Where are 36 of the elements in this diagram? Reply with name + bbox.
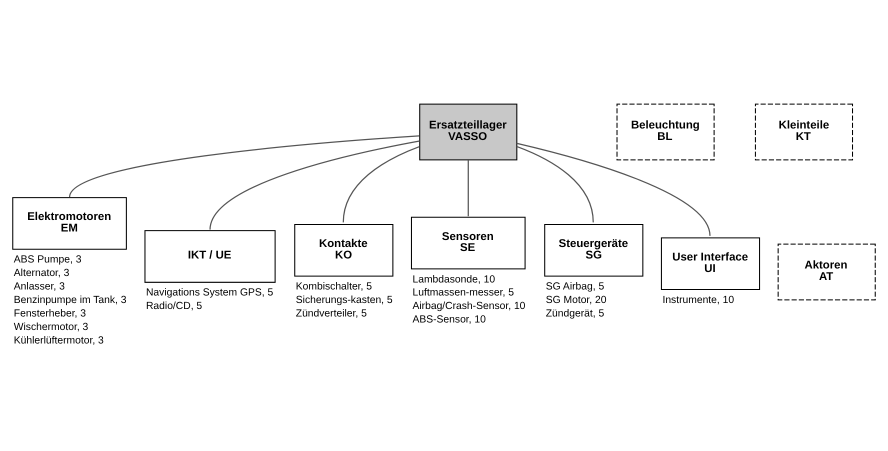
node-label: SG Motor, 20 (546, 294, 607, 306)
node-box: Sensoren SE (410, 216, 526, 270)
node-label: Instrumente, 10 (662, 294, 734, 306)
node-label: Kühlerlüftermotor, 3 (14, 335, 104, 346)
connector (516, 146, 594, 222)
node-label: Luftmassen-messer, 5 (412, 288, 514, 299)
node-label: Kombischalter, 5 (296, 282, 372, 293)
node-label: Benzinpumpe im Tank, 3 (14, 294, 127, 306)
node-box: Elektromotoren EM (12, 197, 127, 250)
node-label: Radio/CD, 5 (146, 301, 202, 312)
connector (468, 160, 469, 216)
node-label: Sicherungs-kasten, 5 (296, 294, 393, 306)
connector (516, 142, 711, 236)
node-label: Fensterheber, 3 (14, 308, 86, 320)
node-label: Navigations System GPS, 5 (146, 288, 274, 299)
node-label: Lambdasonde, 10 (412, 274, 496, 286)
node-box: IKT / UE (144, 230, 276, 283)
node-box: Ersatzteillager VASSO (419, 104, 518, 160)
node-box: Beleuchtung BL (616, 104, 715, 160)
node-box: Aktoren AT (778, 244, 876, 300)
connector (69, 135, 420, 198)
node-label: Anlasser, 3 (14, 282, 65, 293)
node-label: ABS Pumpe, 3 (14, 254, 82, 266)
connector (342, 146, 420, 222)
node-label: Zündverteiler, 5 (296, 308, 367, 320)
node-label: Alternator, 3 (14, 268, 70, 280)
node-label: SG Airbag, 5 (546, 282, 604, 293)
node-label: Wischermotor, 3 (14, 322, 88, 333)
node-label: Airbag/Crash-Sensor, 10 (412, 301, 526, 312)
node-label: Zündgerät, 5 (546, 308, 604, 320)
node-box: Kleinteile KT (754, 104, 854, 160)
node-box: Steuergeräte SG (544, 224, 644, 277)
node-box: User Interface UI (660, 237, 760, 290)
node-label: ABS-Sensor, 10 (412, 314, 486, 326)
connector (209, 140, 420, 230)
node-box: Kontakte KO (294, 224, 394, 277)
